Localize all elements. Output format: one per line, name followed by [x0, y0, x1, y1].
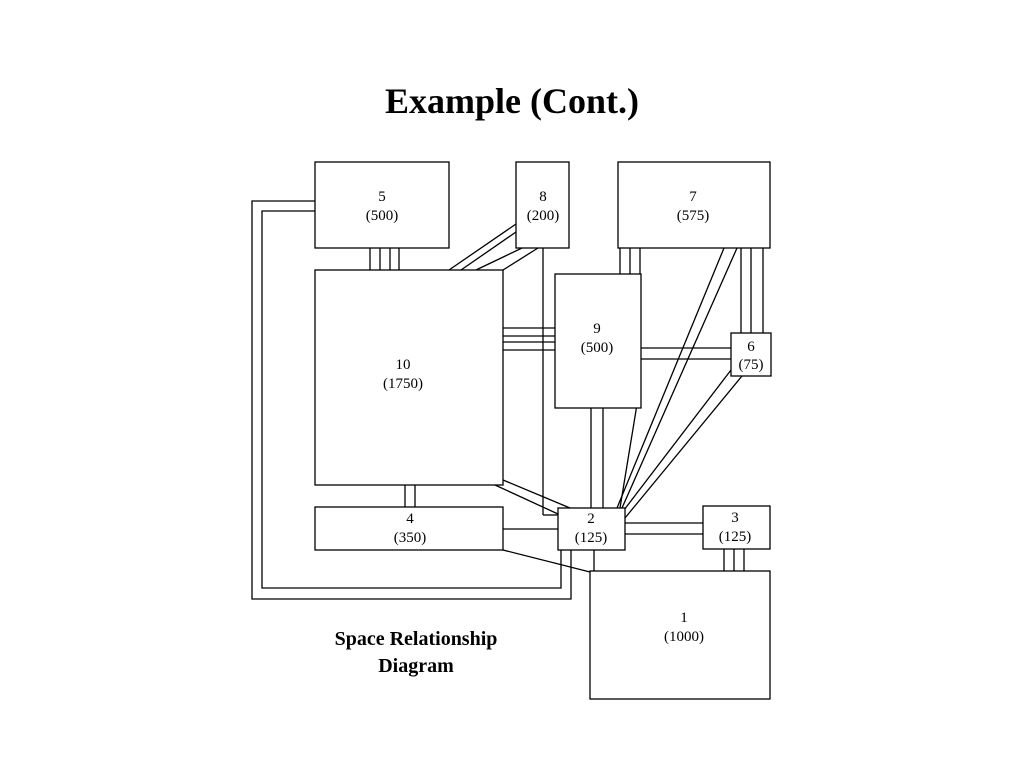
connection-10-9 — [503, 327, 555, 351]
department-box-8 — [515, 161, 570, 249]
connection-7-2 — [616, 247, 738, 509]
connection-7-6 — [740, 248, 764, 333]
department-2-id: 2 — [587, 511, 595, 527]
caption-line-2: Diagram — [378, 655, 454, 677]
department-6-id: 6 — [747, 339, 755, 355]
department-1-id: 1 — [680, 610, 688, 626]
department-1-area: (1000) — [664, 629, 704, 645]
department-6-area: (75) — [739, 357, 764, 373]
diagram-caption: Space Relationship Diagram — [316, 626, 516, 680]
connection-8-2 — [542, 248, 558, 516]
department-7-id: 7 — [689, 189, 697, 205]
connection-2-3 — [625, 522, 703, 535]
department-8-area: (200) — [527, 208, 560, 224]
connections — [251, 200, 764, 600]
connection-9-7 — [619, 248, 641, 274]
department-box-4 — [314, 506, 504, 551]
connection-9-6 — [641, 347, 731, 360]
department-box-5 — [314, 161, 450, 249]
department-9-area: (500) — [581, 340, 614, 356]
department-box-2 — [557, 507, 626, 551]
connection-6-2 — [623, 369, 743, 519]
department-box-3 — [702, 505, 771, 550]
department-4-area: (350) — [394, 530, 427, 546]
connection-9-2 — [590, 408, 604, 508]
department-4-id: 4 — [406, 511, 414, 527]
department-box-9 — [554, 273, 642, 409]
department-box-7 — [617, 161, 771, 249]
connection-5-10 — [369, 248, 400, 270]
department-2-area: (125) — [575, 530, 608, 546]
connection-8-10 — [448, 223, 539, 271]
department-box-10 — [314, 269, 504, 486]
department-3-area: (125) — [719, 529, 752, 545]
department-box-1 — [589, 570, 771, 700]
department-10-area: (1750) — [383, 376, 423, 392]
department-5-id: 5 — [378, 189, 386, 205]
connection-3-1 — [723, 549, 745, 571]
page-title: Example (Cont.) — [385, 81, 639, 121]
department-7-area: (575) — [677, 208, 710, 224]
connection-10-2 — [494, 479, 571, 515]
caption-line-1: Space Relationship — [334, 628, 498, 650]
connection-5-2 — [251, 200, 572, 600]
department-5-area: (500) — [366, 208, 399, 224]
department-10-id: 10 — [396, 357, 411, 373]
department-8-id: 8 — [539, 189, 547, 205]
department-3-id: 3 — [731, 510, 739, 526]
department-9-id: 9 — [593, 321, 601, 337]
department-box-6 — [730, 332, 772, 377]
connection-4-1 — [502, 549, 591, 573]
departments — [314, 161, 772, 700]
connection-10-4 — [404, 485, 416, 507]
